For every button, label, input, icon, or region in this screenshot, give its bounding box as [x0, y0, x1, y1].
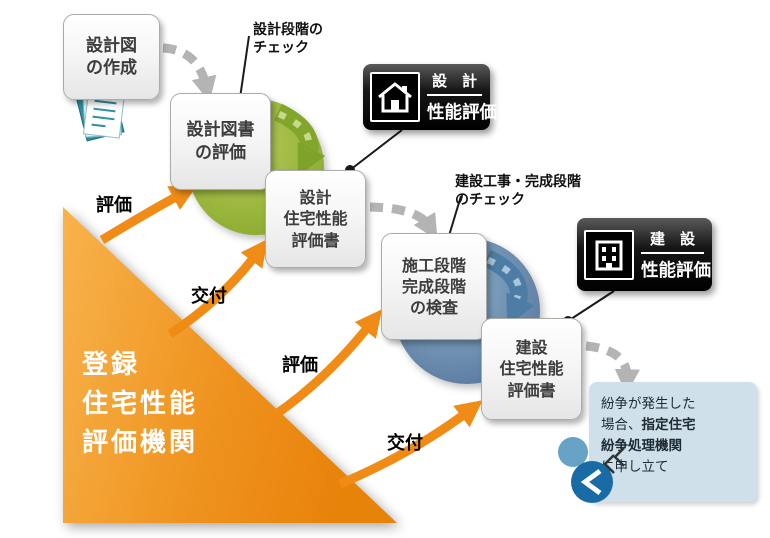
- design-performance-badge: 設 計 性能評価: [363, 64, 497, 130]
- dispute-text-post: に申し立て: [601, 458, 669, 475]
- step-inspection: 施工段階 完成段階 の検査: [381, 233, 487, 340]
- flow-label-issue-design: 交付: [191, 286, 227, 307]
- step-construction-report: 建設 住宅性能 評価書: [481, 318, 582, 420]
- construction-stage-check-label: 建設工事・完成段階 のチェック: [455, 174, 581, 209]
- step-design-doc-evaluation: 設計図書 の評価: [170, 93, 271, 190]
- badge-type-construction: 建 設: [641, 228, 704, 254]
- dispute-text-pre: 紛争が発生した 場合、: [601, 396, 696, 433]
- construction-performance-badge: 建 設 性能評価: [577, 218, 712, 291]
- creation-to-evaluation-arrow: [162, 43, 217, 102]
- report-to-inspection-arrow: [369, 202, 438, 240]
- step-design-report: 設計 住宅性能 評価書: [265, 170, 366, 268]
- flow-label-evaluation-construction: 評価: [282, 355, 318, 376]
- badge-label-design: 性能評価: [427, 103, 497, 123]
- evaluation-construction-arrow: [255, 309, 383, 430]
- design-stage-check-label: 設計段階の チェック: [253, 22, 323, 57]
- organization-label: 登録 住宅性能 評価機関: [82, 350, 199, 458]
- construction-stage-arrow-dashes: [486, 257, 522, 300]
- flow-label-issue-construction: 交付: [387, 433, 423, 454]
- badge-label-construction: 性能評価: [641, 260, 711, 281]
- step-design-creation: 設計図 の作成: [63, 14, 160, 100]
- badge-type-design: 設 計: [427, 70, 482, 96]
- design-stage-arrow-dashes: [277, 111, 312, 152]
- organization-triangle: [63, 207, 397, 523]
- issue-design-arrow: [167, 239, 268, 338]
- evaluation-design-arrow: [99, 185, 198, 244]
- documents-icon: [75, 86, 126, 142]
- flow-label-evaluation-design: 評価: [96, 195, 132, 216]
- report-to-dispute-arrow: [585, 341, 640, 395]
- building-icon: [584, 229, 634, 280]
- issue-construction-arrow: [338, 400, 483, 489]
- house-icon: [370, 72, 420, 122]
- dispute-note: 紛争が発生した 場合、指定住宅 紛争処理機関 に申し立て: [589, 382, 757, 502]
- callout-connectors: [239, 35, 615, 322]
